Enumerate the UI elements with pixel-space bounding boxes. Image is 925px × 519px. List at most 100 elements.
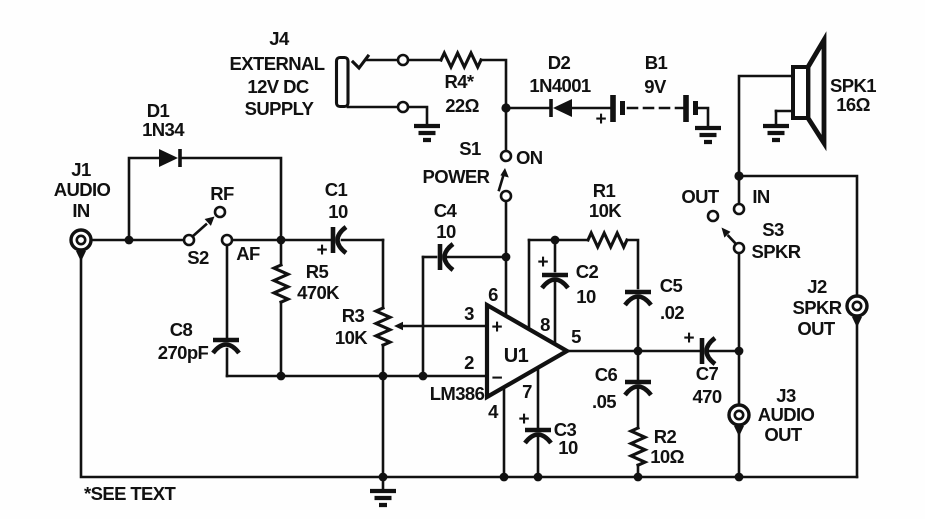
label-r2-value: 10Ω [650,446,684,467]
capacitor-c1-symbol [330,225,348,255]
wires [79,58,859,479]
label-d1-value: 1N34 [142,119,185,140]
label-u1-plus: + [491,317,502,338]
j3-inner-ring [733,409,745,421]
label-c3-ref: C3 [554,419,577,440]
label-u1-pin2: 2 [464,352,474,373]
c4-plate-curved [442,242,455,272]
label-j4-ref: J4 [269,28,290,49]
speaker-spk1-symbol [791,31,827,152]
label-u1-ref: U1 [504,345,529,367]
label-c1-plus: + [316,240,327,261]
switch-s2-symbol [182,205,234,247]
label-s3-out: OUT [681,186,720,207]
label-u1-part: LM386 [430,383,485,404]
label-j2-line1: SPKR [793,297,842,318]
c3-plate-curved [523,432,553,445]
label-c7-ref: C7 [696,363,719,384]
capacitor-c5-symbol [623,289,653,307]
label-c8-ref: C8 [170,319,193,340]
label-d2-ref: D2 [548,52,571,73]
s3-in-contact [732,202,746,216]
label-u1-pin5: 5 [571,326,581,347]
capacitor-c3-symbol [523,427,553,445]
junction-dot [734,346,744,356]
resistor-r2-symbol [627,425,649,468]
label-r1-value: 10K [589,200,622,221]
labels: J4 EXTERNAL 12V DC SUPPLY R4* 22Ω D2 1N4… [54,28,877,504]
label-u1-pin6: 6 [488,284,498,305]
resistor-r3-symbol [372,305,394,348]
u1-triangle [484,301,572,401]
label-j4-line2: 12V DC [247,76,308,97]
label-spk1-ref: SPK1 [830,75,876,96]
resistor-r4-symbol [438,49,484,71]
d2-anode-triangle [553,99,572,117]
junction-dot [633,472,643,482]
s2-af-contact [220,233,234,247]
j4-tip-terminal [396,53,410,67]
ground-main [370,475,396,508]
s1-arm [497,173,506,192]
ground-icon [763,123,789,143]
label-s1-name: POWER [423,166,490,187]
label-c8-value: 270pF [158,342,209,363]
ground-icon [370,488,396,508]
label-s3-ref: S3 [762,219,784,240]
junction-dot [734,472,744,482]
s2-arm-arrowhead [204,216,215,226]
ground-spk1 [763,123,789,143]
junction-dot [501,252,511,262]
capacitor-c6-symbol [623,379,653,397]
junction-dot [633,346,643,356]
label-see-text-note: *SEE TEXT [84,483,177,504]
label-u1-minus: − [491,368,502,389]
capacitor-c7-symbol [699,336,717,366]
label-d1-ref: D1 [147,100,170,121]
s1-on-contact [499,149,513,163]
j3-sleeve-triangle [734,426,744,437]
label-c3-plus: + [518,409,529,430]
label-r5-value: 470K [297,282,340,303]
c1-plate-curved [335,225,348,255]
label-j3-line2: OUT [764,424,803,445]
junction-dots [124,103,744,482]
label-r3-ref: R3 [342,305,365,326]
label-r5-ref: R5 [306,261,329,282]
c7-plate-curved [704,336,717,366]
c8-plate-curved [211,342,241,355]
jack-j4-symbol [334,53,410,114]
s3-arm [726,234,738,246]
junction-dot [499,472,509,482]
ground-b1 [695,125,721,145]
s3-out-contact [706,209,720,223]
junction-dot [734,171,744,181]
label-c2-plus: + [537,252,548,273]
resistor-r5-symbol [270,262,292,305]
junction-dot [533,472,543,482]
label-c6-value: .05 [592,391,616,412]
label-c2-value: 10 [576,286,596,307]
junction-dot [501,103,511,113]
label-j2-line2: OUT [797,318,836,339]
wire-b1-gnd [694,106,710,130]
label-c7-plus: + [683,328,694,349]
ground-icon [414,123,440,143]
label-j4-line3: SUPPLY [245,98,315,119]
label-u1-pin7: 7 [522,381,532,402]
capacitor-c2-symbol [540,272,570,290]
s2-rf-contact [213,205,227,219]
d1-anode-triangle [159,149,178,167]
label-spk1-value: 16Ω [836,94,870,115]
label-c3-value: 10 [558,437,578,458]
label-c7-value: 470 [692,386,721,407]
s2-pole-contact [182,233,196,247]
resistor-r1-symbol [585,229,629,251]
switch-s3-symbol [706,202,746,255]
junction-dot [378,371,388,381]
s1-arm-arrowhead [500,168,509,178]
r3-wiper-arrowhead [394,321,403,331]
diode-d1-symbol [159,149,182,167]
wire-j2-branch [737,174,859,479]
wire-bottom-rail [79,248,859,479]
